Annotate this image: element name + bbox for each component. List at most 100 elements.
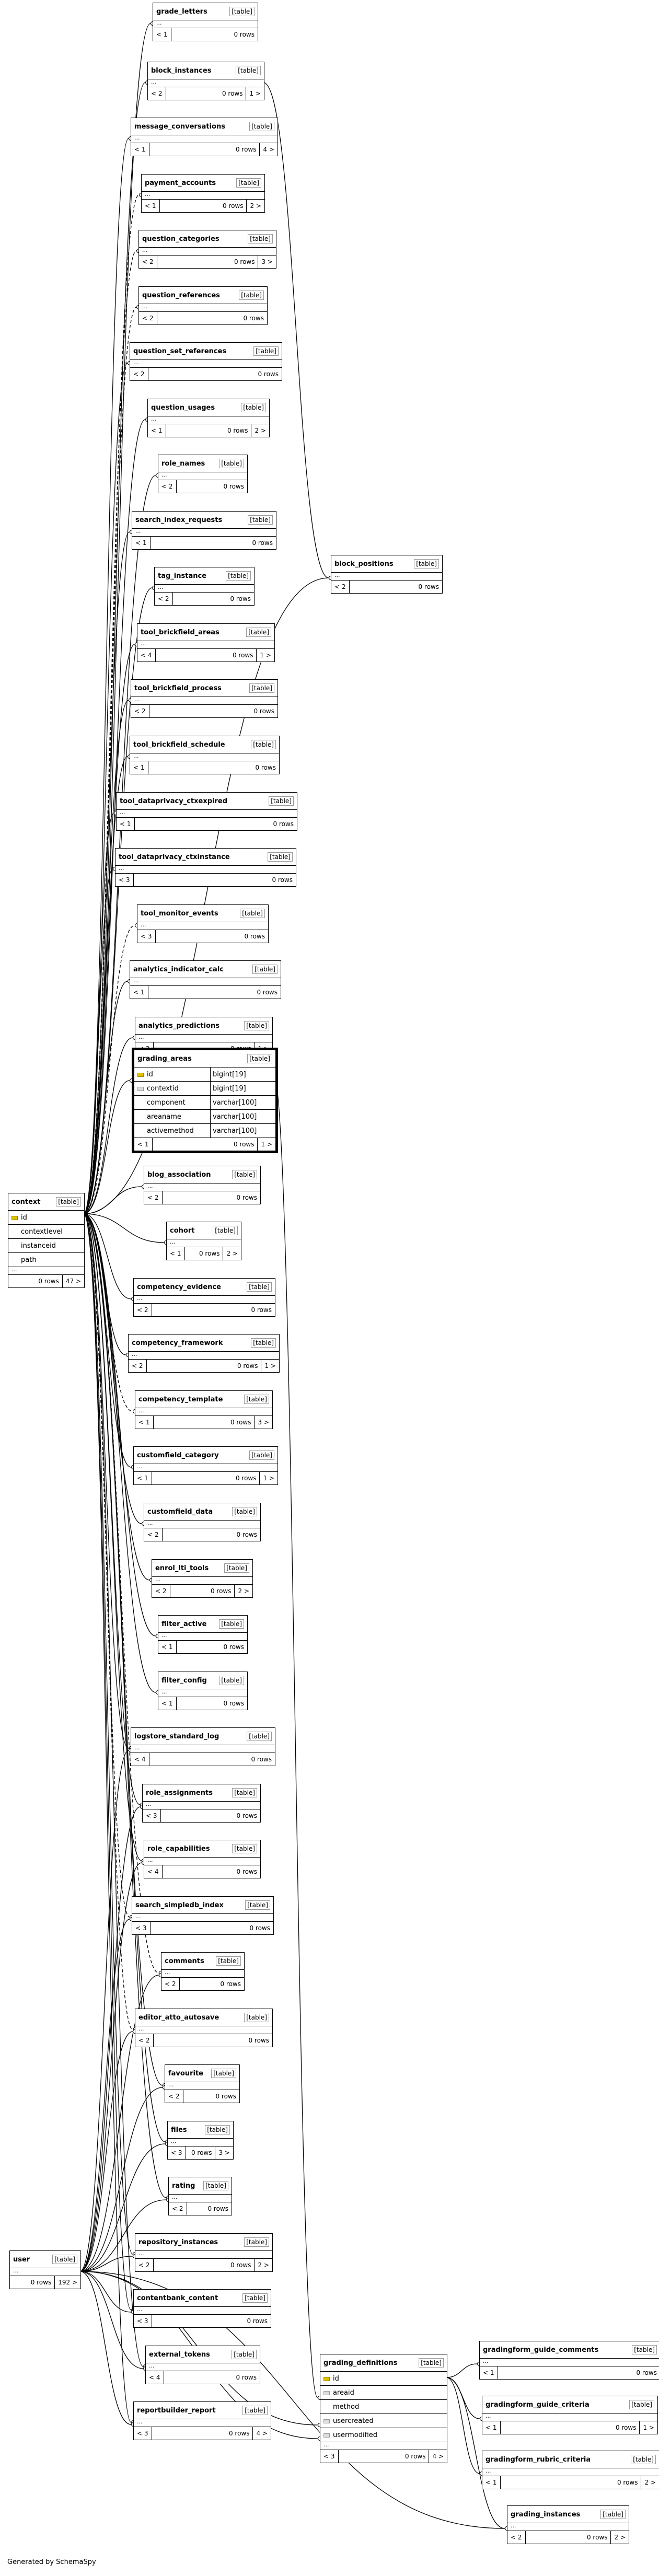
incoming-count[interactable]: < 1 [117,818,135,830]
outgoing-count[interactable]: 192 > [54,2276,80,2289]
incoming-count[interactable]: < 3 [137,930,156,943]
table-name[interactable]: search_simpledb_index [135,1901,224,1909]
table-name[interactable]: grading_definitions [323,2359,398,2367]
outgoing-count[interactable]: 1 > [639,2421,657,2434]
incoming-count[interactable]: < 2 [139,312,157,324]
table-name[interactable]: comments [165,1957,204,1965]
table-name[interactable]: gradingform_guide_criteria [485,2400,589,2409]
table-name[interactable]: analytics_predictions [138,1022,219,1030]
outgoing-count[interactable]: 2 > [251,424,269,437]
incoming-count[interactable]: < 3 [134,2315,152,2327]
incoming-count[interactable]: < 2 [129,1360,147,1372]
incoming-count[interactable]: < 4 [137,649,156,662]
incoming-count[interactable]: < 4 [131,1753,149,1766]
table-name[interactable]: enrol_lti_tools [155,1564,209,1572]
table-name[interactable]: user [13,2255,30,2264]
table-name[interactable]: filter_active [161,1620,207,1628]
table-tool-dataprivacy-ctxinstance[interactable]: tool_dataprivacy_ctxinstance[table]...< … [115,848,296,887]
table-name[interactable]: question_categories [142,235,219,243]
incoming-count[interactable]: < 1 [158,1641,177,1653]
table-name[interactable]: cohort [170,1226,195,1235]
table-name[interactable]: customfield_data [147,1507,213,1516]
outgoing-count[interactable]: 1 > [256,649,274,662]
table-name[interactable]: grade_letters [156,7,207,16]
outgoing-count[interactable]: 2 > [610,2531,629,2544]
table-name[interactable]: gradingform_rubric_criteria [485,2455,591,2464]
table-name[interactable]: blog_association [147,1170,211,1179]
incoming-count[interactable]: < 2 [165,2090,183,2103]
outgoing-count[interactable]: 1 > [257,1138,275,1151]
table-name[interactable]: files [171,2126,187,2134]
incoming-count[interactable]: < 4 [146,2371,164,2384]
table-name[interactable]: grading_areas [137,1054,192,1063]
incoming-count[interactable]: < 3 [168,2146,186,2159]
table-name[interactable]: contentbank_content [137,2294,218,2302]
outgoing-count[interactable]: 3 > [254,1416,272,1429]
table-name[interactable]: question_set_references [133,347,227,355]
outgoing-count[interactable]: 2 > [254,2259,272,2271]
incoming-count[interactable]: < 2 [144,1191,163,1204]
table-name[interactable]: competency_evidence [137,1283,221,1291]
incoming-count[interactable]: < 1 [482,2421,501,2434]
outgoing-count[interactable]: 2 > [234,1585,252,1597]
outgoing-count[interactable]: 3 > [258,256,276,268]
incoming-count[interactable]: < 2 [135,2259,154,2271]
outgoing-count[interactable]: 4 > [252,2427,271,2440]
table-name[interactable]: reportbuilder_report [137,2406,216,2415]
table-name[interactable]: role_names [161,459,205,468]
table-name[interactable]: payment_accounts [145,179,216,187]
incoming-count[interactable]: < 2 [148,87,166,100]
incoming-count[interactable]: < 2 [331,581,350,593]
table-name[interactable]: favourite [168,2069,203,2078]
table-name[interactable]: tool_brickfield_process [134,684,222,692]
table-name[interactable]: tag_instance [158,572,207,580]
table-name[interactable]: editor_atto_autosave [138,2013,219,2022]
table-name[interactable]: role_capabilities [147,1844,210,1853]
incoming-count[interactable]: < 2 [161,1978,180,1990]
table-name[interactable]: logstore_standard_log [134,1732,219,1740]
incoming-count[interactable]: < 1 [131,143,149,156]
table-name[interactable]: competency_framework [132,1339,223,1347]
table-name[interactable]: tool_dataprivacy_ctxexpired [120,797,228,805]
incoming-count[interactable]: < 1 [142,200,160,212]
table-name[interactable]: gradingform_guide_comments [483,2346,599,2354]
table-name[interactable]: question_usages [151,403,215,412]
incoming-count[interactable]: < 3 [134,2427,152,2440]
table-name[interactable]: question_references [142,291,220,299]
table-name[interactable]: repository_instances [138,2238,218,2246]
incoming-count[interactable]: < 2 [144,1528,163,1541]
incoming-count[interactable]: < 2 [158,480,177,493]
table-name[interactable]: grading_instances [511,2510,581,2519]
table-name[interactable]: filter_config [161,1676,207,1685]
incoming-count[interactable]: < 2 [130,368,148,380]
